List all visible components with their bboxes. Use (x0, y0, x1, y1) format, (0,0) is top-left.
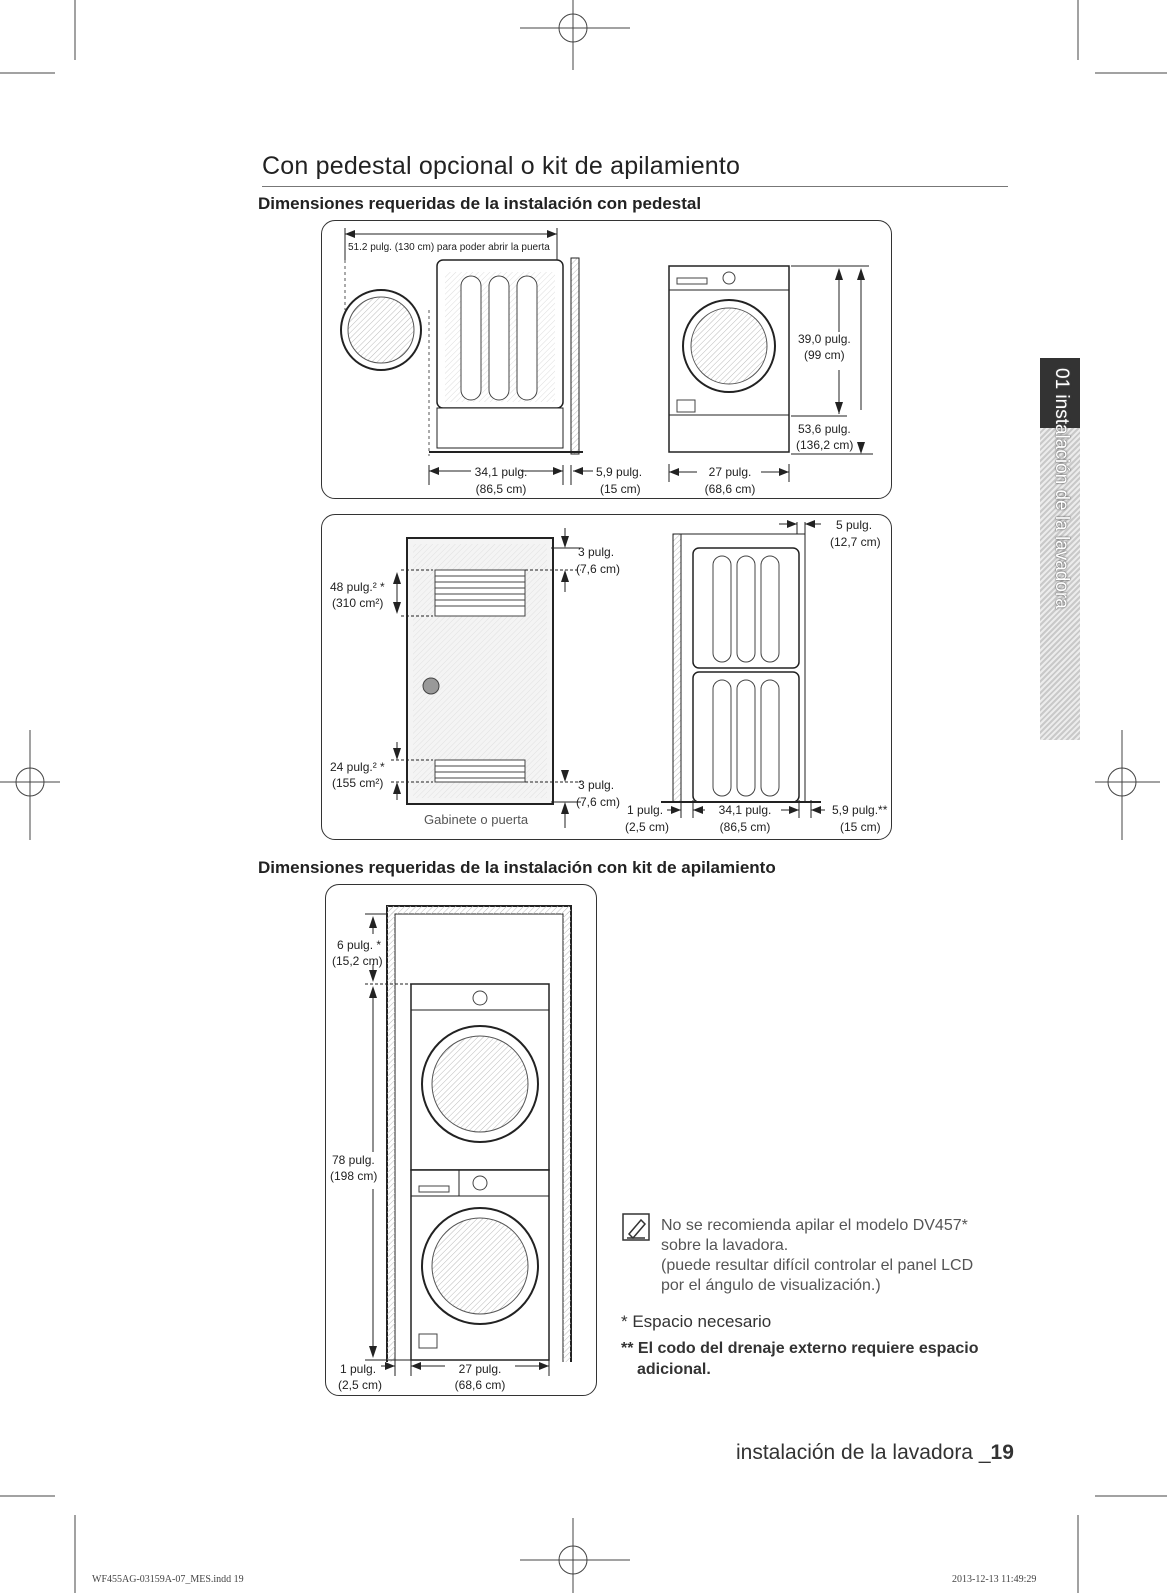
cabinet-drawing (391, 520, 825, 828)
page-number: 19 (990, 1441, 1014, 1464)
slug-file: WF455AG-03159A-07_MES.indd 19 (92, 1574, 244, 1585)
pedestal-total-height: 53,6 pulg. (798, 422, 851, 436)
note-line-2: sobre la lavadora. (661, 1237, 789, 1254)
vent-bottom-area: 24 pulg.² * (330, 760, 385, 774)
stack-heading: Dimensiones requeridas de la instalación… (258, 858, 776, 877)
vent-top-area: 48 pulg.² * (330, 580, 385, 594)
stack-height-cm: (198 cm) (330, 1169, 378, 1183)
pedestal-heading: Dimensiones requeridas de la instalación… (258, 194, 702, 213)
vent-top-area-cm: (310 cm²) (332, 596, 384, 610)
gap-top-cm: (7,6 cm) (576, 562, 621, 576)
cabinet-rear: 5,9 pulg.** (832, 803, 888, 817)
stack-top-gap-cm: (15,2 cm) (332, 954, 383, 968)
stack-side-gap: 1 pulg. (340, 1362, 377, 1376)
gap-bottom-cm: (7,6 cm) (576, 795, 621, 809)
vent-bottom-area-cm: (155 cm²) (332, 776, 384, 790)
side-tab-marker (1040, 358, 1080, 428)
side-tab (1040, 358, 1080, 740)
gap-bottom: 3 pulg. (578, 778, 615, 792)
pedestal-drawing (340, 228, 873, 485)
side-clearance: 1 pulg. (627, 803, 664, 817)
slug-date: 2013-12-13 11:49:29 (952, 1574, 1037, 1585)
stack-width: 27 pulg. (458, 1362, 502, 1376)
pedestal-washer-height: 39,0 pulg. (798, 332, 851, 346)
cabinet-depth: 34,1 pulg. (718, 803, 772, 817)
pedestal-depth-cm: (86,5 cm) (475, 482, 527, 496)
top-clearance-cm: (12,7 cm) (830, 535, 881, 549)
pedestal-rear-cm: (15 cm) (600, 482, 641, 496)
stack-top-gap: 6 pulg. * (337, 938, 382, 952)
note-line-1: No se recomienda apilar el modelo DV457* (661, 1217, 968, 1234)
cabinet-rear-cm: (15 cm) (840, 820, 881, 834)
pedestal-width: 27 pulg. (708, 465, 752, 479)
stack-side-gap-cm: (2,5 cm) (338, 1378, 383, 1392)
footer-label: instalación de la lavadora _ (736, 1441, 991, 1464)
note-line-3: (puede resultar difícil controlar el pan… (661, 1257, 974, 1274)
pedestal-rear: 5,9 pulg. (596, 465, 643, 479)
pedestal-depth: 34,1 pulg. (474, 465, 528, 479)
footnote-required-space: * Espacio necesario (621, 1312, 772, 1331)
footnote-drain-line1: ** El codo del drenaje externo requiere … (621, 1340, 979, 1357)
stack-height: 78 pulg. (332, 1153, 375, 1167)
note-icon (622, 1213, 650, 1241)
note-text: No se recomienda apilar el modelo DV457*… (661, 1216, 973, 1296)
pedestal-width-cm: (68,6 cm) (704, 482, 756, 496)
pedestal-total-height-cm: (136,2 cm) (796, 438, 854, 452)
footer-section-label: instalación de la lavadora _19 (736, 1441, 1014, 1465)
top-clearance: 5 pulg. (836, 518, 873, 532)
cabinet-depth-cm: (86,5 cm) (719, 820, 771, 834)
stack-drawing (365, 905, 572, 1376)
side-tab-label: 01 instalación de la lavadora (1051, 368, 1072, 609)
stack-width-cm: (68,6 cm) (454, 1378, 506, 1392)
pedestal-washer-height-cm: (99 cm) (804, 348, 845, 362)
page-title: Con pedestal opcional o kit de apilamien… (262, 152, 741, 180)
gap-top: 3 pulg. (578, 545, 615, 559)
footnote-drain-line2: adicional. (637, 1361, 711, 1378)
side-clearance-cm: (2,5 cm) (625, 820, 670, 834)
cabinet-label: Gabinete o puerta (424, 812, 529, 827)
door-open-dimension: 51.2 pulg. (130 cm) para poder abrir la … (348, 242, 550, 253)
note-line-4: por el ángulo de visualización.) (661, 1277, 881, 1294)
side-tab-text-wrap: 01 instalación de la lavadora (1040, 368, 1080, 668)
title-rule (262, 186, 1008, 187)
